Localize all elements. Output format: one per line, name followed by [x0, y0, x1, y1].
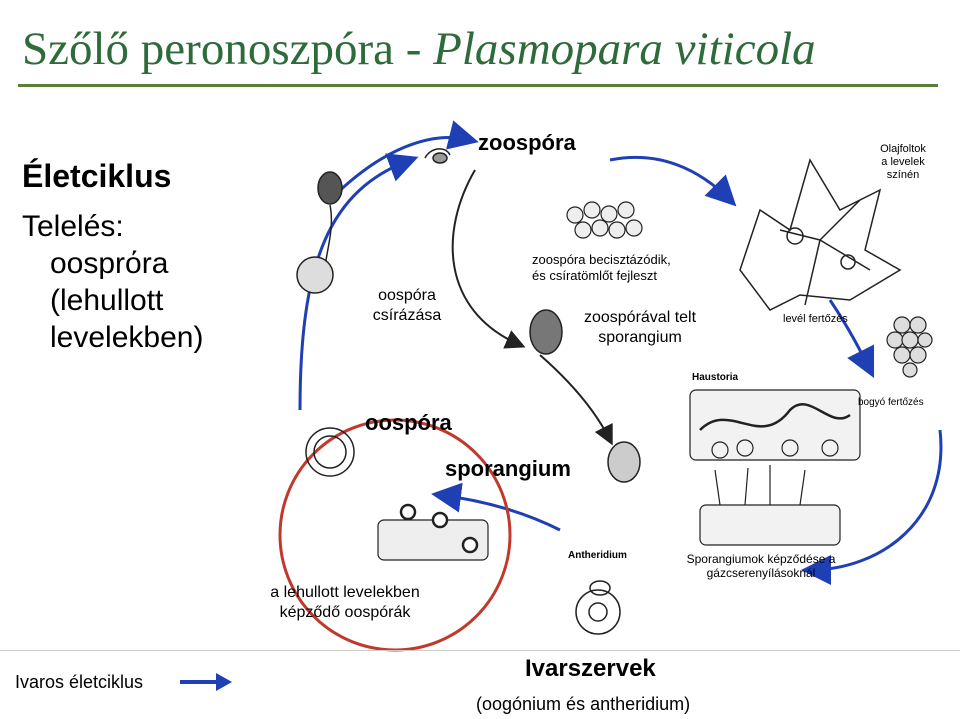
label-olajfoltok-3: színén — [886, 169, 920, 181]
label-lehullott-1: a lehullott levelekben — [270, 584, 420, 601]
label-sporangiumok-1: Sporangiumok képződése a — [686, 552, 836, 566]
sporangium-drawing — [607, 441, 641, 483]
label-bogyo-fertozes: bogyó fertőzés — [858, 397, 924, 408]
left-line2: oosprόra — [50, 247, 169, 280]
left-line4: levelekben) — [50, 321, 204, 354]
zoospore-sporangium-drawing — [529, 309, 563, 355]
left-line1: Telelés: — [22, 210, 124, 243]
arrow-inner-cycle-1 — [451, 169, 526, 349]
title-rule — [18, 84, 938, 87]
legend-divider — [0, 650, 960, 651]
oospore-germination-drawing — [296, 171, 343, 294]
cell-layer-top — [566, 201, 643, 239]
label-zoosporaval-telt: zoospórával telt sporangium — [570, 308, 710, 348]
oospore-drawing — [305, 427, 355, 477]
label-antheridium: Antheridium — [568, 550, 627, 561]
label-zoosporaval-2: sporangium — [598, 329, 682, 346]
label-oospora-csirazasa: oospóra csírázása — [352, 286, 462, 326]
grape-bunch-drawing — [886, 316, 933, 378]
arrow-stomata-to-sporangia — [801, 429, 943, 585]
label-oospora-csirazasa-1: oospóra — [378, 287, 436, 304]
label-olajfoltok-2: a levelek — [881, 156, 925, 168]
left-line3: (lehullott — [50, 284, 164, 317]
label-zoospora: zoospóra — [478, 130, 576, 155]
arrow-sexual-to-oospora — [431, 482, 561, 532]
title-main: Szőlő peronoszpóra - — [22, 23, 434, 75]
label-oospora-csirazasa-2: csírázása — [372, 307, 442, 324]
haustoria-drawing — [689, 389, 861, 461]
label-zoosporaval-1: zoospórával telt — [583, 309, 697, 326]
label-ivarszervek: Ivarszervek — [525, 655, 656, 682]
label-zoospora-becisztazodik: zoospóra becisztázódik, és csíratömlőt f… — [532, 252, 671, 284]
label-ivarszervek-sub: (oogónium és antheridium) — [476, 694, 691, 714]
label-haustoria: Haustoria — [692, 372, 739, 383]
label-becisz-2: és csíratömlőt fejleszt — [532, 268, 657, 283]
antheridium-drawing — [575, 580, 621, 635]
slide-title: Szőlő peronoszpóra - Plasmopara viticola — [22, 22, 816, 76]
label-lehullott-2: képződő oospórák — [279, 604, 411, 621]
legend-arrow-icon — [180, 673, 232, 691]
title-latin: Plasmopara viticola — [433, 23, 816, 75]
label-oospora: oospóra — [365, 410, 452, 435]
arrow-germination-to-zoospora — [328, 120, 479, 202]
zoospore-drawing — [424, 148, 451, 164]
label-lehullott-oosporak: a lehullott levelekben képződő oospórák — [245, 583, 445, 623]
legend-label: Ivaros életciklus — [15, 672, 144, 692]
arrow-inner-cycle-2 — [539, 354, 613, 446]
arrow-leaf-to-berry — [828, 299, 875, 379]
left-body: Telelés: oosprόra (lehullott levelekben) — [22, 208, 203, 356]
arrow-oospora-to-germination — [298, 153, 419, 411]
arrow-zoospora-to-leaf — [609, 155, 737, 207]
label-sporangiumok-2: gázcserenyílásoknál — [706, 566, 816, 580]
oospores-in-leaf-drawing — [377, 503, 489, 561]
label-olajfoltok: Olajfoltok a levelek színén — [868, 143, 938, 182]
left-heading: Életciklus — [22, 158, 172, 194]
sporangiophore-drawing — [699, 465, 841, 546]
label-level-fertozes: levél fertőzés — [783, 313, 848, 325]
label-becisz-1: zoospóra becisztázódik, — [532, 252, 671, 267]
label-olajfoltok-1: Olajfoltok — [880, 143, 926, 155]
label-sporangium: sporangium — [445, 456, 571, 481]
grape-leaf-drawing — [739, 158, 902, 311]
label-sporangiumok: Sporangiumok képződése a gázcserenyíláso… — [676, 552, 846, 580]
